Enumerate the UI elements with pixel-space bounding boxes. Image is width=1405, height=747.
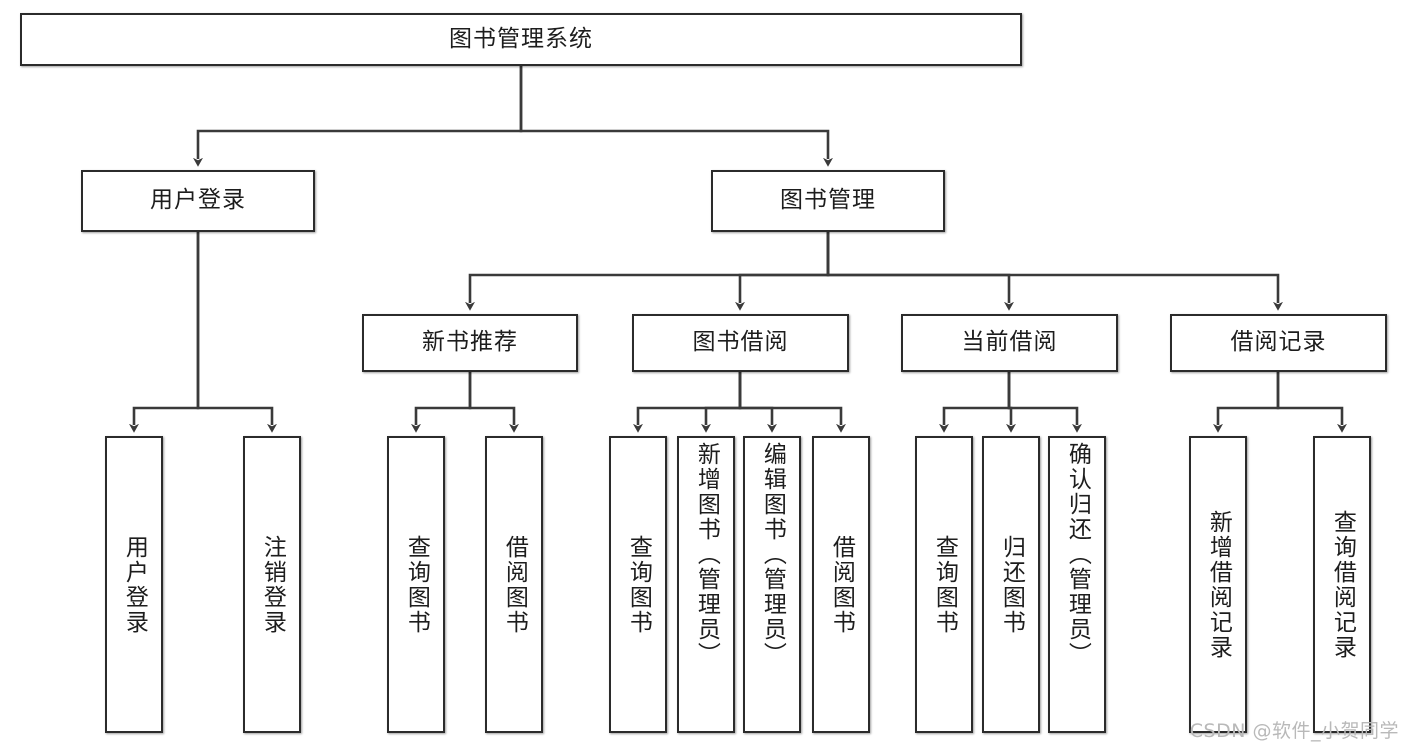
node-label: 确认归还（管理员）: [1064, 442, 1091, 667]
node-label: 借阅记录: [1230, 329, 1327, 356]
connector-9: [468, 372, 519, 433]
node-label: 当前借阅: [961, 329, 1058, 356]
connector-13: [738, 372, 846, 433]
node-label: 图书管理系统: [449, 25, 593, 52]
level2-node-node-0-新书推荐[interactable]: 新书推荐: [362, 314, 578, 372]
connector-1: [519, 66, 833, 167]
node-label: 查询图书: [625, 534, 652, 635]
level3-node-node-10-确认归还管理员[interactable]: 确认归还（管理员）: [1048, 436, 1106, 733]
node-label: 查询借阅记录: [1329, 509, 1356, 660]
node-label: 借阅图书: [501, 534, 528, 635]
level3-node-node-7-借阅图书[interactable]: 借阅图书: [812, 436, 870, 733]
node-label: 图书管理: [780, 187, 876, 214]
level3-node-node-11-新增借阅记录[interactable]: 新增借阅记录: [1189, 436, 1247, 733]
connector-17: [1213, 372, 1280, 433]
level3-node-node-4-查询图书[interactable]: 查询图书: [609, 436, 667, 733]
level3-node-node-3-借阅图书[interactable]: 借阅图书: [485, 436, 543, 733]
level2-node-node-2-当前借阅[interactable]: 当前借阅: [901, 314, 1118, 372]
node-label: 图书借阅: [692, 329, 789, 356]
node-label: 用户登录: [150, 187, 246, 214]
connector-15: [1006, 372, 1016, 433]
level2-node-node-3-借阅记录[interactable]: 借阅记录: [1170, 314, 1387, 372]
connector-10: [633, 372, 742, 433]
level1-node-node-1-图书管理[interactable]: 图书管理: [711, 170, 945, 232]
connector-14: [939, 372, 1011, 433]
root-node-node-0-图书管理系统[interactable]: 图书管理系统: [20, 13, 1022, 66]
connector-3: [735, 232, 830, 311]
node-label: 新增图书（管理员）: [693, 442, 720, 667]
node-label: 注销登录: [259, 534, 286, 635]
node-label: 新书推荐: [422, 329, 518, 356]
level3-node-node-2-查询图书[interactable]: 查询图书: [387, 436, 445, 733]
node-label: 新增借阅记录: [1205, 509, 1232, 660]
connector-6: [129, 232, 200, 433]
node-label: 用户登录: [121, 534, 148, 635]
connector-0: [193, 66, 523, 167]
node-label: 归还图书: [998, 534, 1025, 635]
level3-node-node-6-编辑图书管理员[interactable]: 编辑图书（管理员）: [743, 436, 801, 733]
connector-8: [411, 372, 472, 433]
csdn-watermark: CSDN @软件_小贺同学: [1189, 720, 1399, 742]
connector-18: [1276, 372, 1347, 433]
connector-2: [465, 232, 830, 311]
level2-node-node-1-图书借阅[interactable]: 图书借阅: [632, 314, 849, 372]
level3-node-node-0-用户登录[interactable]: 用户登录: [105, 436, 163, 733]
level3-node-node-5-新增图书管理员[interactable]: 新增图书（管理员）: [677, 436, 735, 733]
connector-5: [826, 232, 1283, 311]
level3-node-node-9-归还图书[interactable]: 归还图书: [982, 436, 1040, 733]
node-label: 编辑图书（管理员）: [759, 442, 786, 667]
connector-4: [826, 232, 1014, 311]
connector-11: [701, 372, 742, 433]
node-label: 查询图书: [403, 534, 430, 635]
node-label: 查询图书: [931, 534, 958, 635]
connector-7: [196, 232, 277, 433]
level3-node-node-1-注销登录[interactable]: 注销登录: [243, 436, 301, 733]
level1-node-node-0-用户登录[interactable]: 用户登录: [81, 170, 315, 232]
level3-node-node-12-查询借阅记录[interactable]: 查询借阅记录: [1313, 436, 1371, 733]
connector-16: [1007, 372, 1082, 433]
connector-12: [738, 372, 777, 433]
node-label: 借阅图书: [828, 534, 855, 635]
level3-node-node-8-查询图书[interactable]: 查询图书: [915, 436, 973, 733]
